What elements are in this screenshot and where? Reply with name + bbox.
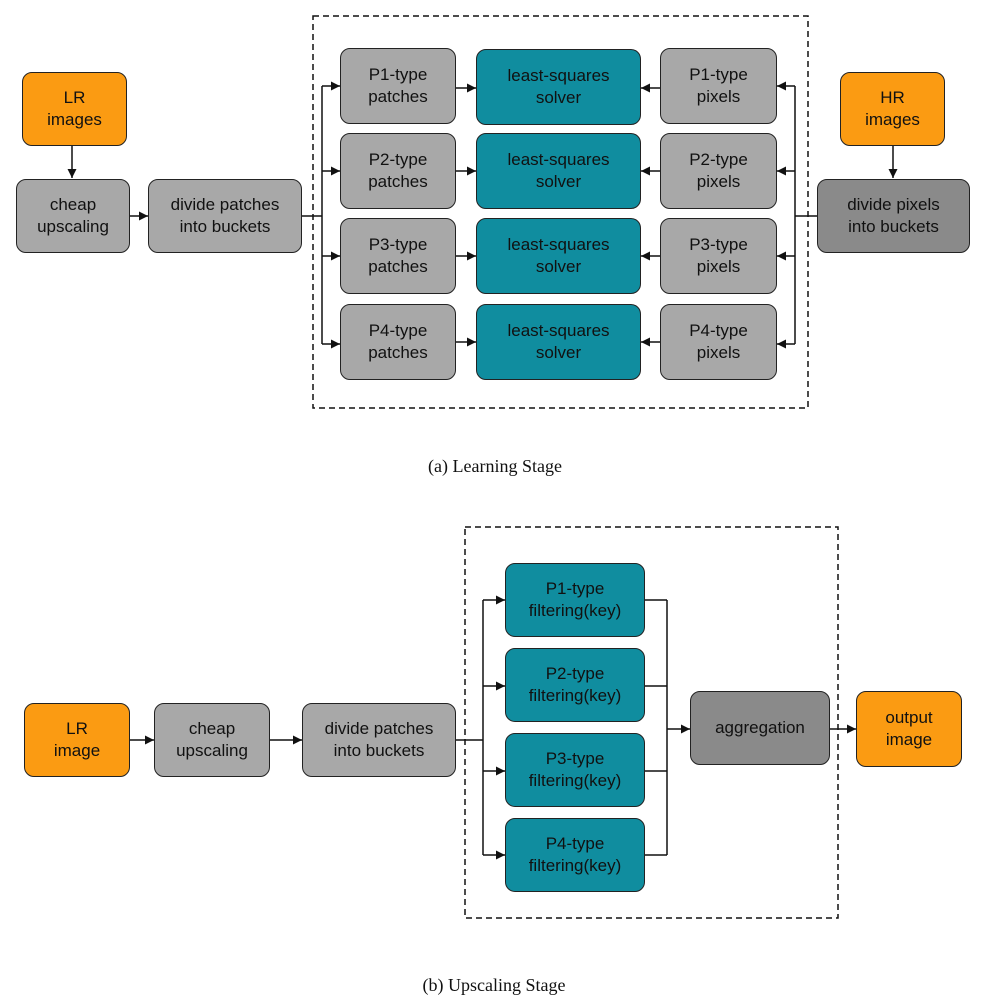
p4-pixels-node: P4-type pixels [660, 304, 777, 380]
solver-2-node: least-squares solver [476, 133, 641, 209]
p3-patches-node: P3-type patches [340, 218, 456, 294]
solver-3-node: least-squares solver [476, 218, 641, 294]
p4-patches-label: P4-type patches [368, 321, 428, 362]
filter-p1-label: P1-type filtering(key) [528, 579, 622, 620]
solver-2-label: least-squares solver [507, 150, 610, 191]
hr-images-label: HR images [865, 88, 920, 129]
p3-patches-label: P3-type patches [368, 235, 428, 276]
solver-1-label: least-squares solver [507, 66, 610, 107]
hr-images-node: HR images [840, 72, 945, 146]
divide-pixels-label: divide pixels into buckets [847, 195, 940, 236]
divide-patches-label: divide patches into buckets [170, 195, 280, 236]
lr-image-node: LR image [24, 703, 130, 777]
p3-pixels-label: P3-type pixels [689, 235, 748, 276]
p4-patches-node: P4-type patches [340, 304, 456, 380]
filter-p4-label: P4-type filtering(key) [528, 834, 622, 875]
p2-pixels-node: P2-type pixels [660, 133, 777, 209]
divide-patches-2-label: divide patches into buckets [324, 719, 434, 760]
learning-stage-caption: (a) Learning Stage [428, 456, 562, 476]
learning-dashed-frame [312, 15, 809, 409]
filter-p3-node: P3-type filtering(key) [505, 733, 645, 807]
filter-p3-label: P3-type filtering(key) [528, 749, 622, 790]
filter-p2-label: P2-type filtering(key) [528, 664, 622, 705]
filter-p4-node: P4-type filtering(key) [505, 818, 645, 892]
p4-pixels-label: P4-type pixels [689, 321, 748, 362]
p1-patches-node: P1-type patches [340, 48, 456, 124]
lr-images-node: LR images [22, 72, 127, 146]
p3-pixels-node: P3-type pixels [660, 218, 777, 294]
solver-1-node: least-squares solver [476, 49, 641, 125]
p2-pixels-label: P2-type pixels [689, 150, 748, 191]
divide-patches-node: divide patches into buckets [148, 179, 302, 253]
cheap-upscaling-2-node: cheap upscaling [154, 703, 270, 777]
upscaling-dashed-frame [464, 526, 839, 919]
p2-patches-label: P2-type patches [368, 150, 428, 191]
aggregation-node: aggregation [690, 691, 830, 765]
divide-pixels-node: divide pixels into buckets [817, 179, 970, 253]
divide-patches-2-node: divide patches into buckets [302, 703, 456, 777]
aggregation-label: aggregation [715, 718, 805, 737]
filter-p1-node: P1-type filtering(key) [505, 563, 645, 637]
solver-4-node: least-squares solver [476, 304, 641, 380]
output-image-label: output image [885, 708, 933, 749]
cheap-upscaling-2-label: cheap upscaling [176, 719, 248, 760]
output-image-node: output image [856, 691, 962, 767]
filter-p2-node: P2-type filtering(key) [505, 648, 645, 722]
cheap-upscaling-node: cheap upscaling [16, 179, 130, 253]
lr-images-label: LR images [47, 88, 102, 129]
p1-patches-label: P1-type patches [368, 65, 428, 106]
p2-patches-node: P2-type patches [340, 133, 456, 209]
p1-pixels-label: P1-type pixels [689, 65, 748, 106]
p1-pixels-node: P1-type pixels [660, 48, 777, 124]
solver-3-label: least-squares solver [507, 235, 610, 276]
solver-4-label: least-squares solver [507, 321, 610, 362]
cheap-upscaling-label: cheap upscaling [37, 195, 109, 236]
upscaling-stage-caption: (b) Upscaling Stage [422, 975, 566, 995]
lr-image-label: LR image [53, 719, 101, 760]
